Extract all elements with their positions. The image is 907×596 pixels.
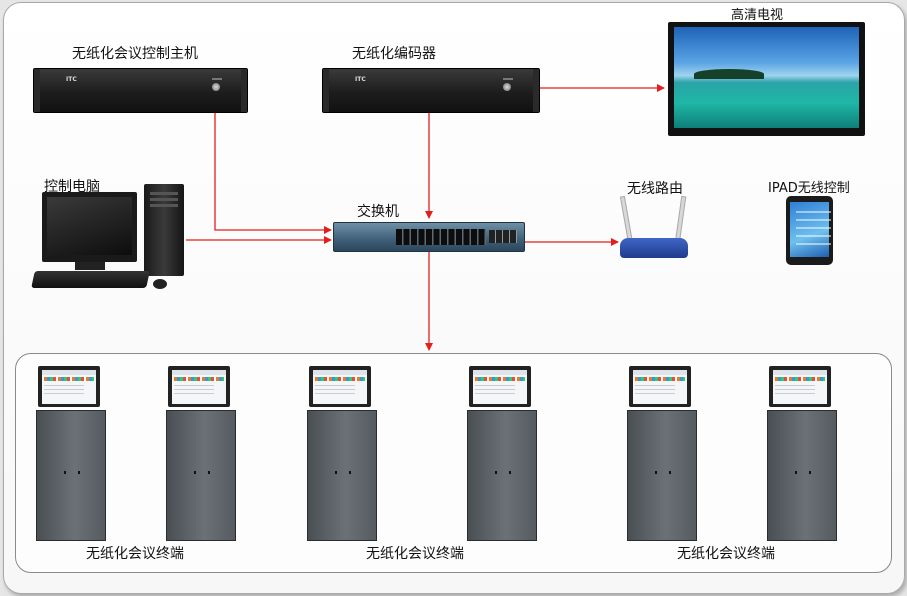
- control-host-label: 无纸化会议控制主机: [72, 46, 198, 62]
- switch-label: 交换机: [357, 204, 399, 220]
- paperless-terminal[interactable]: [467, 366, 537, 541]
- pc-keyboard: [31, 271, 150, 288]
- hd-tv-device[interactable]: [668, 22, 865, 136]
- ipad-device[interactable]: [786, 196, 833, 265]
- pc-monitor[interactable]: [42, 192, 137, 262]
- network-switch-device[interactable]: [333, 222, 525, 252]
- paperless-terminal[interactable]: [166, 366, 236, 541]
- pc-mouse: [153, 279, 167, 289]
- hd-tv-label: 高清电视: [731, 8, 784, 23]
- tv-screen-image: [674, 27, 859, 128]
- paperless-terminal[interactable]: [767, 366, 837, 541]
- router-label: 无线路由: [627, 181, 683, 197]
- pc-monitor-stand: [75, 262, 105, 270]
- paperless-terminal[interactable]: [307, 366, 377, 541]
- terminal-group-label-1: 无纸化会议终端: [86, 546, 184, 562]
- wireless-router-device[interactable]: [620, 238, 688, 258]
- paperless-terminal[interactable]: [627, 366, 697, 541]
- paperless-terminal[interactable]: [36, 366, 106, 541]
- pc-tower[interactable]: [144, 184, 184, 276]
- terminal-group-panel: [15, 353, 892, 573]
- control-pc-label: 控制电脑: [44, 179, 100, 195]
- encoder-device[interactable]: ITC: [322, 68, 540, 113]
- encoder-label: 无纸化编码器: [352, 46, 436, 62]
- terminal-group-label-3: 无纸化会议终端: [677, 546, 775, 562]
- encoder-brand: ITC: [355, 76, 366, 83]
- control-host-device[interactable]: ITC: [33, 68, 248, 113]
- control-host-brand: ITC: [66, 76, 77, 83]
- terminal-group-label-2: 无纸化会议终端: [366, 546, 464, 562]
- ipad-label: IPAD无线控制: [768, 181, 850, 196]
